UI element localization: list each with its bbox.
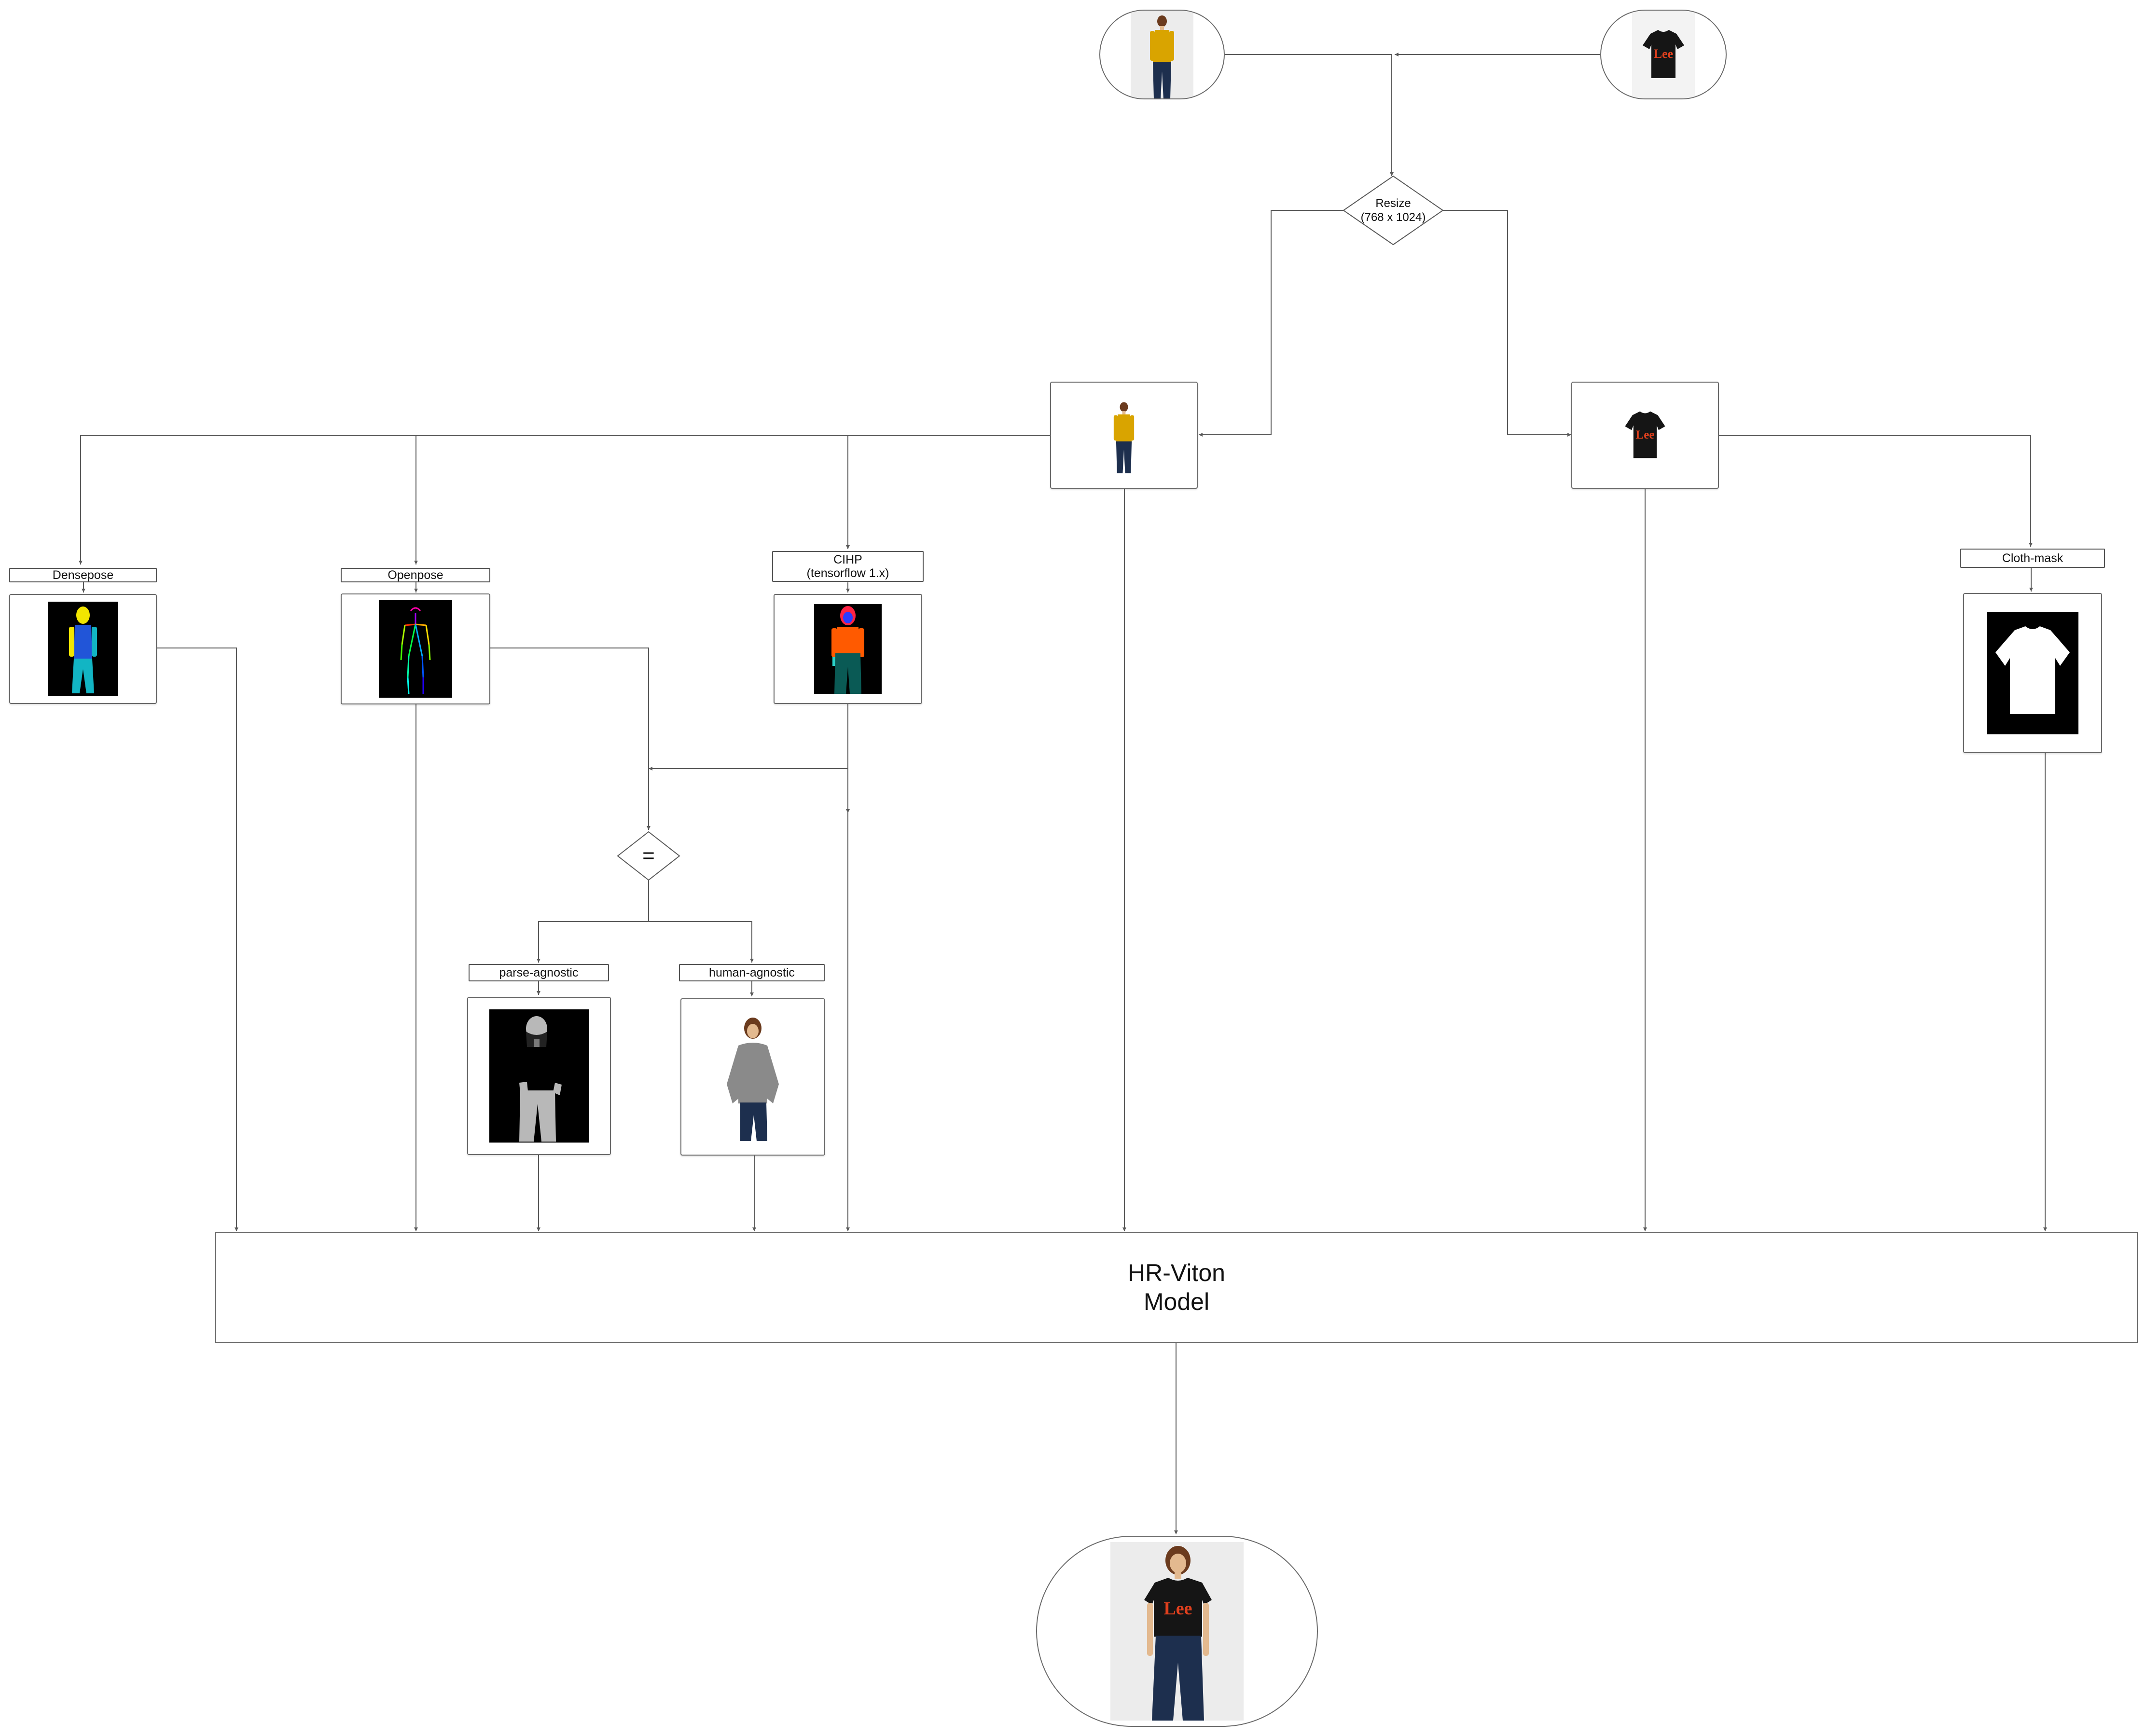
cihp-label-text: CIHP [833,553,862,566]
human-agnostic-label-text: human-agnostic [709,966,795,979]
cloth-brand-text: Lee [1635,428,1654,441]
merge-symbol: = [642,844,655,868]
tshirt-photo-icon: Lee [1609,392,1681,479]
edge-merge-to-human [649,921,754,963]
model-name: HR-Viton [1128,1259,1225,1286]
densepose-map-icon [48,602,118,696]
hr-viton-model-node[interactable]: HR-Viton Model [215,1232,2138,1343]
parse-agnostic-map-icon [489,1009,589,1143]
parse-agnostic-label[interactable]: parse-agnostic [469,964,609,981]
openpose-label-text: Openpose [388,568,443,582]
densepose-label-text: Densepose [52,568,114,582]
cloth-mask-label-text: Cloth-mask [2002,551,2063,565]
cloth-resized-node[interactable]: Lee [1571,382,1719,489]
pose-skeleton-icon [379,600,452,698]
cloth-mask-icon [1987,612,2078,734]
cloth-brand-text: Lee [1654,47,1673,61]
densepose-label[interactable]: Densepose [9,568,157,582]
person-resized-node[interactable] [1050,382,1198,489]
resize-size-label: (768 x 1024) [1360,211,1426,224]
merge-node[interactable]: = [618,832,679,880]
parse-agnostic-label-text: parse-agnostic [499,966,579,979]
openpose-node[interactable] [341,593,490,704]
tshirt-photo-icon: Lee [1632,11,1695,98]
person-photo-icon [1097,385,1150,486]
tryon-output-node[interactable]: Lee [1036,1536,1318,1727]
resize-label: Resize [1375,197,1411,210]
cihp-node[interactable] [774,594,922,704]
tryon-result-photo-icon: Lee [1110,1542,1244,1721]
model-subtitle: Model [1143,1288,1210,1315]
edge-person-to-resize [1224,54,1394,176]
cihp-label[interactable]: CIHP (tensorflow 1.x) [772,551,924,582]
edge-person-to-densepose [79,435,1050,565]
edge-densepose-to-model [157,648,238,1231]
edge-resize-to-person [1199,210,1343,437]
output-brand-text: Lee [1163,1598,1192,1619]
densepose-node[interactable] [9,594,157,704]
edge-cloth-to-clothmask [1719,435,2033,547]
edge-openpose-to-merge [489,648,651,830]
human-agnostic-node[interactable] [680,998,825,1156]
openpose-label[interactable]: Openpose [341,568,490,582]
person-photo-icon [1131,11,1193,98]
cloth-input-node[interactable]: Lee [1600,10,1727,99]
resize-diamond [1343,175,1444,246]
human-agnostic-label[interactable]: human-agnostic [679,964,825,981]
resize-node[interactable]: Resize (768 x 1024) [1343,191,1443,230]
human-agnostic-photo-icon [719,1012,787,1142]
cloth-mask-node[interactable] [1963,593,2102,753]
cloth-mask-label[interactable]: Cloth-mask [1960,549,2105,568]
edge-cihp-to-merge [649,703,848,771]
parse-agnostic-node[interactable] [467,997,611,1155]
edge-merge-to-parse [537,880,649,963]
merge-diamond [617,831,680,881]
edge-resize-to-cloth [1443,210,1571,437]
person-input-node[interactable] [1099,10,1225,99]
parsing-map-icon [814,604,882,694]
cihp-label-subtext: (tensorflow 1.x) [806,566,889,580]
